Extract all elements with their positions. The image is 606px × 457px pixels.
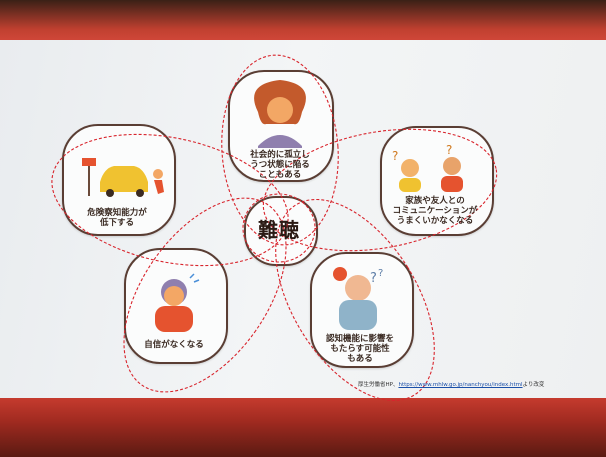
car-hazard-icon — [82, 158, 164, 197]
footer-source-link[interactable]: https://www.mhlw.go.jp/nanchyou/index.ht… — [398, 382, 523, 388]
svg-text:?: ? — [392, 149, 398, 163]
ellipse-danger — [51, 133, 289, 267]
label-cognitive: 認知機能に影響を もたらす可能性 もある — [325, 334, 394, 364]
ellipse-communication — [262, 128, 498, 252]
footer-prefix: 厚生労働省HP、 — [358, 382, 399, 388]
top-background-band — [0, 0, 606, 42]
panel-cognitive — [310, 252, 414, 368]
panel-communication — [380, 126, 494, 236]
panel-center — [244, 196, 318, 266]
distressed-person-icon — [155, 273, 200, 332]
svg-text:?: ? — [446, 143, 452, 157]
ellipse-confidence — [123, 197, 287, 393]
isolated-person-icon — [254, 80, 306, 148]
ellipse-social — [221, 54, 339, 246]
source-footer: 厚生労働省HP、https://www.mhlw.go.jp/nanchyou/… — [358, 380, 544, 388]
footer-suffix: より改変 — [522, 382, 545, 388]
ellipse-center — [242, 193, 316, 263]
confused-elder-icon: ? ? — [333, 267, 383, 330]
label-communication: 家族や友人との コミュニケーションが うまくいかなくなる — [392, 196, 478, 226]
ellipse-cognitive — [275, 198, 435, 402]
label-social-isolation: 社会的に孤立し うつ状態に陥る こともある — [250, 150, 310, 180]
svg-text:?: ? — [370, 271, 377, 286]
two-people-talking-icon: ? ? — [392, 143, 463, 192]
svg-text:?: ? — [378, 268, 383, 279]
label-danger: 危険察知能力が 低下する — [87, 208, 147, 228]
bottom-background-band — [0, 398, 606, 457]
center-label-hearing-loss: 難聴 — [258, 218, 300, 242]
label-confidence: 自信がなくなる — [144, 340, 204, 350]
